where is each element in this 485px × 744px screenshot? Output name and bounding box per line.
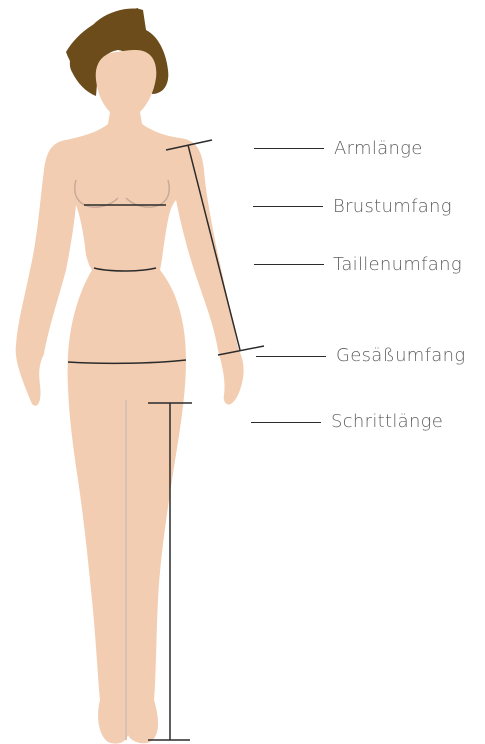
gesaessumfang-label: Gesäßumfang: [336, 346, 465, 366]
taillenumfang-label: Taillenumfang: [333, 255, 462, 275]
schrittlaenge-label: Schrittlänge: [331, 412, 443, 432]
brustumfang-label: Brustumfang: [333, 197, 452, 217]
armlaenge-label: Armlänge: [334, 139, 423, 159]
brustumfang-leader: [253, 206, 323, 207]
armlaenge-leader: [254, 148, 324, 149]
body-silhouette: [16, 50, 244, 744]
gesaessumfang-leader: [256, 356, 326, 357]
taillenumfang-leader: [254, 264, 324, 265]
schrittlaenge-leader: [251, 422, 321, 423]
